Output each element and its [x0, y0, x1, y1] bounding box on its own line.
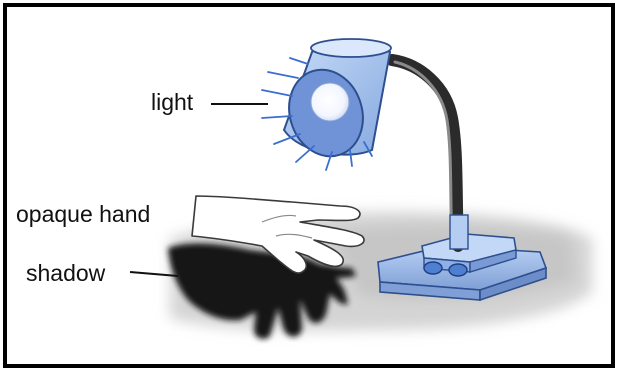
light-bulb — [311, 83, 349, 121]
shadow-label: shadow — [26, 262, 105, 285]
light-label: light — [151, 91, 193, 114]
opaque-hand-label: opaque hand — [16, 203, 150, 226]
knob-left — [424, 262, 442, 274]
knob-right — [449, 264, 467, 276]
